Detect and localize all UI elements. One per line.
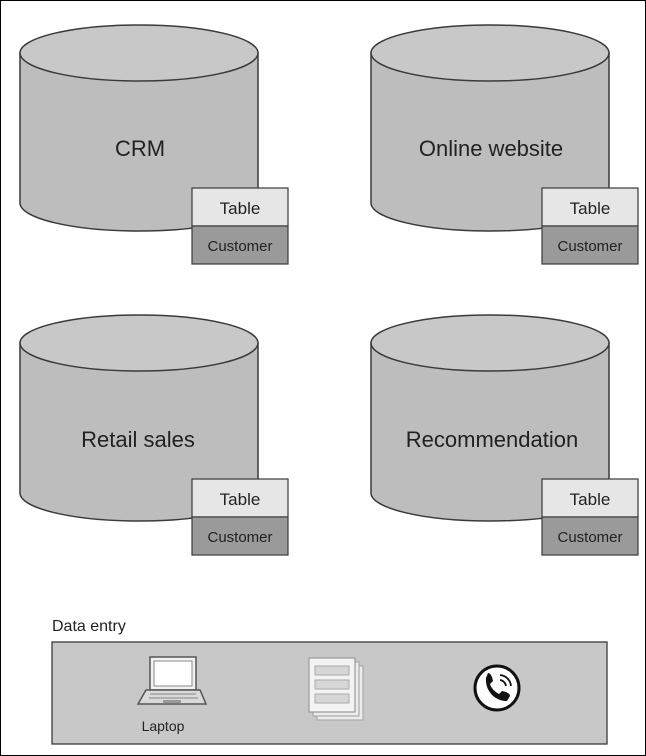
database-online-website: Online website Table Customer [370, 24, 639, 265]
laptop-icon [136, 656, 208, 705]
data-entry-label: Data entry [52, 618, 126, 635]
phone-icon [473, 664, 521, 712]
cylinder-top [19, 24, 259, 82]
cylinder-top [370, 24, 610, 82]
database-label: Online website [419, 136, 563, 161]
data-entry-section: Data entry Laptop [51, 618, 608, 745]
table-row-box [541, 516, 639, 556]
database-crm: CRM Table Customer [19, 24, 289, 265]
laptop-label: Laptop [142, 718, 185, 734]
database-label: CRM [115, 136, 165, 161]
table-row-label: Customer [557, 529, 622, 546]
database-recommendation: Recommendation Table Customer [370, 314, 639, 556]
table-row-label: Customer [207, 238, 272, 255]
database-label: Retail sales [81, 427, 195, 452]
table-badge: Table Customer [191, 478, 289, 556]
table-header-label: Table [220, 490, 261, 509]
table-header-box [541, 187, 639, 227]
table-badge: Table Customer [191, 187, 289, 265]
cylinder-top [370, 314, 610, 372]
documents-icon [308, 657, 364, 721]
table-row-box [191, 516, 289, 556]
table-badge: Table Customer [541, 478, 639, 556]
table-header-label: Table [220, 199, 261, 218]
database-label: Recommendation [406, 427, 578, 452]
table-header-label: Table [570, 199, 611, 218]
table-badge: Table Customer [541, 187, 639, 265]
table-header-label: Table [570, 490, 611, 509]
table-row-label: Customer [557, 238, 622, 255]
table-row-box [191, 225, 289, 265]
cylinder-top [19, 314, 259, 372]
table-row-box [541, 225, 639, 265]
database-retail-sales: Retail sales Table Customer [19, 314, 289, 556]
table-header-box [191, 478, 289, 518]
table-row-label: Customer [207, 529, 272, 546]
